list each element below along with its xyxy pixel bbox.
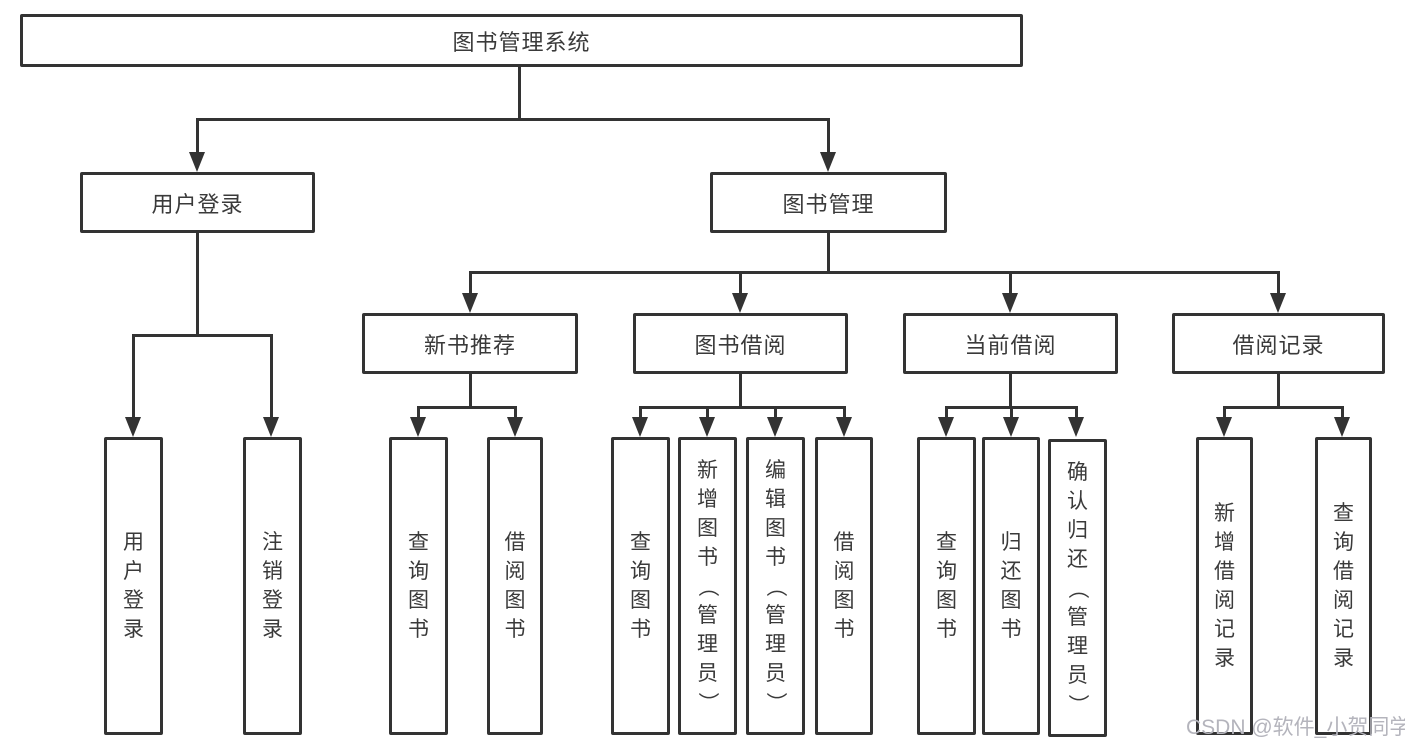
connector-drop-borrow1 bbox=[514, 406, 517, 419]
connector-book-borrow-stem bbox=[739, 374, 742, 409]
arrowhead-add-books bbox=[699, 417, 715, 437]
connector-book-mgmt-stem bbox=[827, 233, 830, 274]
arrowhead-add-record bbox=[1216, 417, 1232, 437]
leaf-query-books-3-label: 查询图书 bbox=[936, 531, 957, 641]
connector-drop-book-borrow bbox=[739, 271, 742, 295]
connector-drop-current-borrow bbox=[1009, 271, 1012, 295]
leaf-user-login: 用户登录 bbox=[104, 437, 163, 735]
leaf-confirm-return-admin-label: 确认归还（管理员） bbox=[1066, 460, 1089, 715]
node-root: 图书管理系统 bbox=[20, 14, 1023, 67]
arrowhead-leaf-logout bbox=[263, 417, 279, 437]
node-current-borrow: 当前借阅 bbox=[903, 313, 1118, 374]
connector-new-books-stem bbox=[469, 374, 472, 409]
connector-user-login-stem bbox=[196, 233, 199, 337]
connector-drop-query-record bbox=[1341, 406, 1344, 419]
connector-drop-new-books bbox=[469, 271, 472, 295]
connector-new-books-bus bbox=[417, 406, 517, 409]
connector-book-borrow-bus bbox=[639, 406, 846, 409]
arrowhead-query3 bbox=[938, 417, 954, 437]
csdn-watermark: CSDN @软件_小贺同学 bbox=[1186, 716, 1405, 739]
connector-drop-borrow2 bbox=[843, 406, 846, 419]
leaf-query-books-3: 查询图书 bbox=[917, 437, 976, 735]
node-user-login-label: 用户登录 bbox=[151, 191, 244, 217]
connector-drop-edit-books bbox=[774, 406, 777, 419]
connector-root-bus bbox=[196, 118, 830, 121]
node-borrow-records: 借阅记录 bbox=[1172, 313, 1385, 374]
node-root-label: 图书管理系统 bbox=[452, 29, 591, 55]
arrowhead-edit-books bbox=[767, 417, 783, 437]
arrowhead-current-borrow bbox=[1002, 293, 1018, 313]
node-user-login: 用户登录 bbox=[80, 172, 315, 233]
node-book-borrow: 图书借阅 bbox=[633, 313, 848, 374]
leaf-borrow-books-1-label: 借阅图书 bbox=[504, 531, 526, 641]
leaf-edit-books-admin: 编辑图书（管理员） bbox=[746, 437, 805, 735]
arrowhead-borrow-records bbox=[1270, 293, 1286, 313]
arrowhead-book-mgmt bbox=[820, 152, 836, 172]
connector-borrow-records-stem bbox=[1277, 374, 1280, 409]
arrowhead-borrow2 bbox=[836, 417, 852, 437]
node-book-borrow-label: 图书借阅 bbox=[694, 332, 787, 358]
connector-drop-user-login bbox=[196, 118, 199, 154]
connector-drop-leaf-user-login bbox=[132, 334, 135, 418]
arrowhead-query-record bbox=[1334, 417, 1350, 437]
leaf-add-books-admin-label: 新增图书（管理员） bbox=[696, 458, 719, 713]
connector-drop-add-books bbox=[706, 406, 709, 419]
node-new-books: 新书推荐 bbox=[362, 313, 578, 374]
arrowhead-new-books bbox=[462, 293, 478, 313]
connector-drop-borrow-records bbox=[1277, 271, 1280, 295]
leaf-confirm-return-admin: 确认归还（管理员） bbox=[1048, 439, 1107, 737]
leaf-query-borrow-record: 查询借阅记录 bbox=[1315, 437, 1372, 735]
node-book-mgmt: 图书管理 bbox=[710, 172, 947, 233]
connector-drop-return-books bbox=[1010, 406, 1013, 419]
connector-user-login-bus bbox=[132, 334, 272, 337]
leaf-query-books-2-label: 查询图书 bbox=[630, 531, 651, 641]
leaf-borrow-books-2-label: 借阅图书 bbox=[833, 531, 855, 641]
node-borrow-records-label: 借阅记录 bbox=[1232, 332, 1325, 358]
connector-book-mgmt-bus bbox=[469, 271, 1280, 274]
connector-drop-query2 bbox=[639, 406, 642, 419]
arrowhead-user-login bbox=[189, 152, 205, 172]
arrowhead-borrow1 bbox=[507, 417, 523, 437]
connector-current-borrow-stem bbox=[1009, 374, 1012, 409]
leaf-user-login-label: 用户登录 bbox=[123, 531, 144, 641]
leaf-add-books-admin: 新增图书（管理员） bbox=[678, 437, 737, 735]
arrowhead-query1 bbox=[410, 417, 426, 437]
connector-drop-book-mgmt bbox=[827, 118, 830, 154]
connector-root-stem bbox=[518, 66, 521, 120]
leaf-borrow-books-1: 借阅图书 bbox=[487, 437, 543, 735]
arrowhead-query2 bbox=[632, 417, 648, 437]
leaf-logout-label: 注销登录 bbox=[262, 531, 283, 641]
connector-drop-add-record bbox=[1223, 406, 1226, 419]
connector-borrow-records-bus bbox=[1223, 406, 1344, 409]
connector-drop-confirm-return bbox=[1075, 406, 1078, 419]
leaf-query-books-1: 查询图书 bbox=[389, 437, 448, 735]
leaf-query-books-1-label: 查询图书 bbox=[408, 531, 429, 641]
connector-drop-leaf-logout bbox=[270, 334, 273, 418]
arrowhead-return-books bbox=[1003, 417, 1019, 437]
leaf-query-borrow-record-label: 查询借阅记录 bbox=[1333, 502, 1354, 670]
leaf-add-borrow-record-label: 新增借阅记录 bbox=[1214, 502, 1235, 670]
connector-drop-query3 bbox=[945, 406, 948, 419]
leaf-query-books-2: 查询图书 bbox=[611, 437, 670, 735]
arrowhead-book-borrow bbox=[732, 293, 748, 313]
leaf-logout: 注销登录 bbox=[243, 437, 302, 735]
leaf-return-books: 归还图书 bbox=[982, 437, 1040, 735]
arrowhead-leaf-user-login bbox=[125, 417, 141, 437]
node-new-books-label: 新书推荐 bbox=[423, 332, 516, 358]
arrowhead-confirm-return bbox=[1068, 417, 1084, 437]
node-current-borrow-label: 当前借阅 bbox=[964, 332, 1057, 358]
leaf-edit-books-admin-label: 编辑图书（管理员） bbox=[764, 458, 787, 713]
leaf-add-borrow-record: 新增借阅记录 bbox=[1196, 437, 1253, 735]
leaf-borrow-books-2: 借阅图书 bbox=[815, 437, 873, 735]
node-book-mgmt-label: 图书管理 bbox=[782, 191, 875, 217]
leaf-return-books-label: 归还图书 bbox=[1000, 531, 1022, 641]
connector-drop-query1 bbox=[417, 406, 420, 419]
